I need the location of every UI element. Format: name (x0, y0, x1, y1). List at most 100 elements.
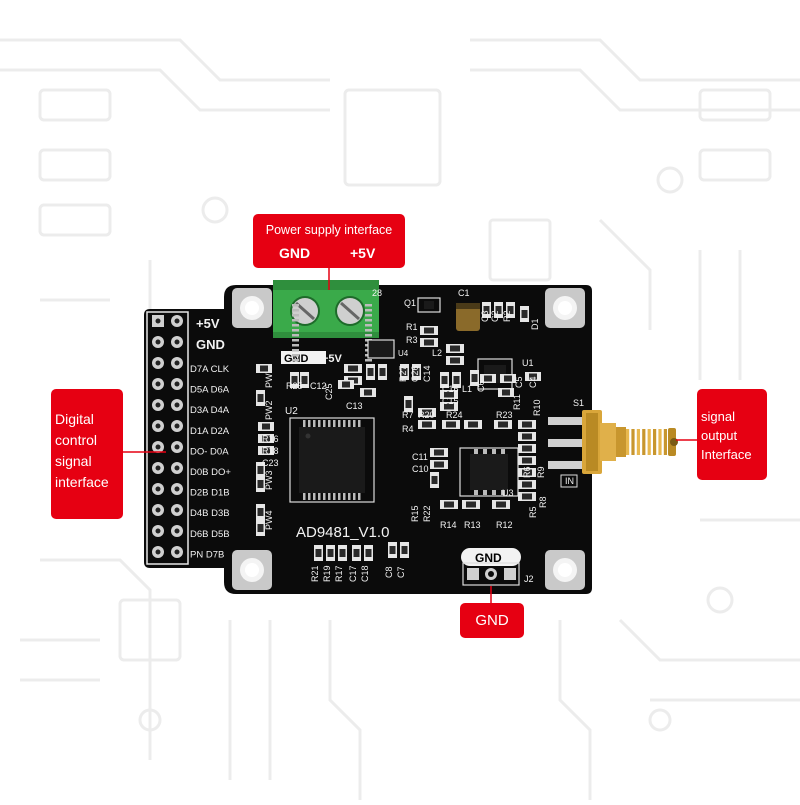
mounting-hole (545, 550, 585, 590)
pin-label: D7A CLK (190, 364, 230, 375)
digital-interface-callout: Digital control signal interface (51, 389, 123, 519)
header-gnd-label: GND (196, 337, 225, 352)
tantalum-capacitor (456, 303, 480, 331)
header-outline (146, 311, 189, 565)
component-label-c15: C15 (442, 396, 459, 406)
component-label-l1: L1 (462, 384, 472, 394)
component-label-r23: R23 (496, 410, 513, 420)
component-label-r5: R5 (528, 506, 538, 518)
signal-output-callout: signal output Interface (697, 389, 767, 480)
component-label-c12: C12 (310, 381, 327, 391)
component-label-r1: R1 (406, 322, 418, 332)
screw-terminal (273, 280, 379, 338)
gnd-pad-label: GND (475, 551, 502, 565)
power-supply-callout: Power supply interface GND +5V (253, 214, 405, 268)
component-label-r7: R7 (402, 410, 414, 420)
callout-line: signal (55, 453, 92, 469)
pw-label: PW3 (264, 470, 274, 490)
component-label-u4: U4 (398, 349, 409, 358)
component-label-r9: R9 (536, 466, 546, 478)
u2-label: U2 (285, 406, 298, 417)
component-label-c6: C6 (476, 380, 486, 392)
mounting-hole (545, 288, 585, 328)
component-label-r15: R15 (410, 505, 420, 522)
gnd-callout: GND (460, 603, 524, 638)
component-label-r2: R2 (502, 310, 512, 322)
callout-line: control (55, 432, 98, 448)
component-label-d1: D1 (530, 318, 540, 330)
header-5v-label: +5V (196, 316, 220, 331)
terminal-5v-label: +5V (322, 353, 343, 365)
component-label-c13: C13 (346, 401, 363, 411)
component-label-c7: C7 (396, 566, 406, 578)
pw-label: PW4 (264, 510, 274, 530)
component-label-c14: C14 (422, 365, 432, 382)
component-label-q1: Q1 (404, 298, 416, 308)
component-label-c2: C2 (490, 310, 500, 322)
pin-label: DO- D0A (190, 446, 229, 457)
component-label-r4: R4 (402, 424, 414, 434)
component-label-c23: C23 (262, 458, 279, 468)
callout-line: Interface (701, 447, 752, 462)
callout-line: output (701, 428, 738, 443)
component-label-r22: R22 (422, 505, 432, 522)
component-label-r19: R19 (322, 565, 332, 582)
pin-label: D6B D5B (190, 529, 230, 540)
component-label-c28: 28 (372, 288, 382, 298)
component-label-r10: R10 (532, 399, 542, 416)
component-label-r13: R13 (464, 520, 481, 530)
pin-label: D3A D4A (190, 405, 230, 416)
pin-label: D0B DO+ (190, 467, 231, 478)
component-label-u3: U3 (502, 488, 514, 498)
background-circuit-pattern (0, 38, 800, 800)
pin-label: PN D7B (190, 549, 224, 560)
component-label-r18: R18 (262, 446, 279, 456)
component-label-j2: J2 (524, 574, 534, 584)
component-label-c16: C16 (442, 384, 459, 394)
gnd-callout-label: GND (475, 612, 509, 629)
op-amp-chip (459, 447, 519, 497)
board-name: AD9481_V1.0 (296, 524, 389, 541)
component-label-c5: C5 (514, 376, 524, 388)
component-label-r24: R24 (446, 410, 463, 420)
pw-labels: PW1 PW2 PW3 PW4 (264, 368, 274, 530)
mounting-hole (232, 288, 272, 328)
power-callout-title: Power supply interface (265, 223, 393, 237)
callout-lines (123, 268, 697, 603)
pin-label: D1A D2A (190, 426, 230, 437)
component-label-r6: R6 (522, 466, 532, 478)
component-label-in: IN (565, 476, 574, 486)
pw-label: PW2 (264, 400, 274, 420)
component-label-r14: R14 (440, 520, 457, 530)
component-label-c4: C4 (528, 376, 538, 388)
smd-components (256, 302, 541, 561)
power-callout-5v: +5V (350, 245, 376, 261)
component-label-r20: R20 (418, 410, 435, 420)
component-label-c8: C8 (384, 566, 394, 578)
component-label-r27: R27 (398, 365, 408, 382)
component-label-c18: C18 (360, 565, 370, 582)
component-label-r11: R11 (512, 394, 522, 410)
callout-line: signal (701, 409, 735, 424)
component-label-r16: R16 (262, 434, 279, 444)
component-label-c25: C25 (324, 383, 334, 400)
callout-line: Digital (55, 411, 94, 427)
component-label-c3: C3 (480, 310, 490, 322)
pw-label: PW1 (264, 368, 274, 388)
component-label-r21: R21 (310, 565, 320, 582)
gnd-header (461, 548, 521, 586)
component-label-u1: U1 (522, 358, 534, 368)
sma-connector (548, 410, 678, 474)
component-label-c10: C10 (412, 464, 429, 474)
component-label-c26: C26 (410, 365, 420, 382)
component-label-l2: L2 (432, 348, 442, 358)
power-callout-gnd: GND (279, 245, 311, 261)
component-label-c1: C1 (458, 288, 470, 298)
component-label-r12: R12 (496, 520, 513, 530)
callout-line: interface (55, 474, 109, 490)
pin-label: D4B D3B (190, 508, 230, 519)
